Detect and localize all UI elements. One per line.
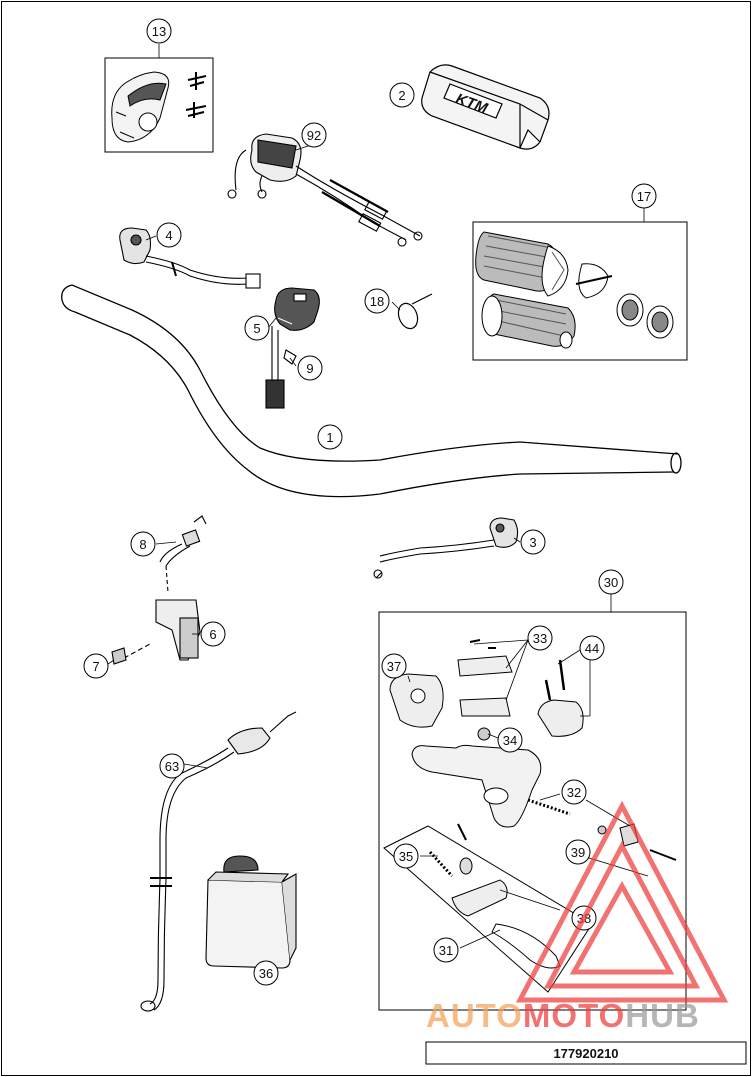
watermark-part-hub: HUB	[625, 997, 700, 1034]
throttle-cables	[227, 133, 423, 247]
callout-44-label: 44	[585, 641, 599, 656]
callout-13: 13	[146, 18, 172, 44]
callout-39: 39	[565, 839, 591, 865]
grip-set	[472, 221, 688, 361]
callout-35: 35	[393, 843, 419, 869]
callout-44: 44	[579, 635, 605, 661]
callout-6-label: 6	[209, 627, 216, 642]
watermark-part-auto: AUTO	[426, 997, 523, 1034]
callout-33: 33	[527, 625, 553, 651]
callout-63: 63	[159, 753, 185, 779]
callout-7: 7	[83, 653, 109, 679]
part-number: 177920210	[553, 1046, 618, 1061]
cable-tie	[397, 293, 433, 330]
callout-92-label: 92	[307, 128, 321, 143]
part-number-box: 177920210	[425, 1041, 747, 1065]
callout-37-label: 37	[387, 659, 401, 674]
callout-17: 17	[631, 183, 657, 209]
callout-32-label: 32	[567, 785, 581, 800]
callout-35-label: 35	[399, 849, 413, 864]
callout-30-label: 30	[604, 575, 618, 590]
watermark: AUTOMOTOHUB	[426, 800, 729, 1034]
callout-9: 9	[297, 355, 323, 381]
callout-31: 31	[433, 937, 459, 963]
callout-32: 32	[561, 779, 587, 805]
switch-assembly	[265, 287, 320, 409]
watermark-part-moto: MOTO	[523, 997, 625, 1034]
callout-34: 34	[497, 727, 523, 753]
hose-cable	[140, 711, 297, 1012]
callout-17-label: 17	[637, 189, 651, 204]
callout-1: 1	[317, 424, 343, 450]
callout-2: 2	[389, 82, 415, 108]
callout-2-label: 2	[398, 88, 405, 103]
callout-6: 6	[200, 621, 226, 647]
callout-34-label: 34	[503, 733, 517, 748]
callout-4: 4	[156, 222, 182, 248]
callout-63-label: 63	[165, 759, 179, 774]
throttle-housing-kit	[104, 57, 214, 153]
callout-92: 92	[301, 122, 327, 148]
callout-33-label: 33	[533, 631, 547, 646]
callout-4-label: 4	[165, 228, 172, 243]
callout-36-label: 36	[259, 966, 273, 981]
watermark-text: AUTOMOTOHUB	[426, 997, 700, 1034]
callout-3: 3	[520, 529, 546, 555]
watermark-triangle	[515, 800, 729, 1003]
callout-36: 36	[253, 960, 279, 986]
callout-30: 30	[598, 569, 624, 595]
callout-39-label: 39	[571, 845, 585, 860]
callout-9-label: 9	[306, 361, 313, 376]
sensor-and-bracket	[111, 515, 207, 665]
callout-3-label: 3	[529, 535, 536, 550]
callout-18-label: 18	[370, 294, 384, 309]
leader-lines	[107, 44, 649, 949]
callout-31-label: 31	[439, 943, 453, 958]
callout-8-label: 8	[139, 537, 146, 552]
hot-start-switch	[373, 517, 519, 579]
brake-master-cylinder-kit	[378, 611, 687, 1011]
handlebar-pad	[421, 64, 550, 150]
callout-5: 5	[244, 315, 270, 341]
callout-18: 18	[364, 288, 390, 314]
callout-8: 8	[130, 531, 156, 557]
oil-bottle	[205, 855, 297, 969]
kill-switch	[119, 227, 261, 289]
callout-7-label: 7	[92, 659, 99, 674]
callout-5-label: 5	[253, 321, 260, 336]
handlebar	[61, 284, 682, 498]
callout-1-label: 1	[326, 430, 333, 445]
callout-37: 37	[381, 653, 407, 679]
callout-labels: 13 2 92 17 4 18 5 9 1 8 3 30 6 33 44 7 3…	[83, 18, 657, 986]
callout-13-label: 13	[152, 24, 166, 39]
